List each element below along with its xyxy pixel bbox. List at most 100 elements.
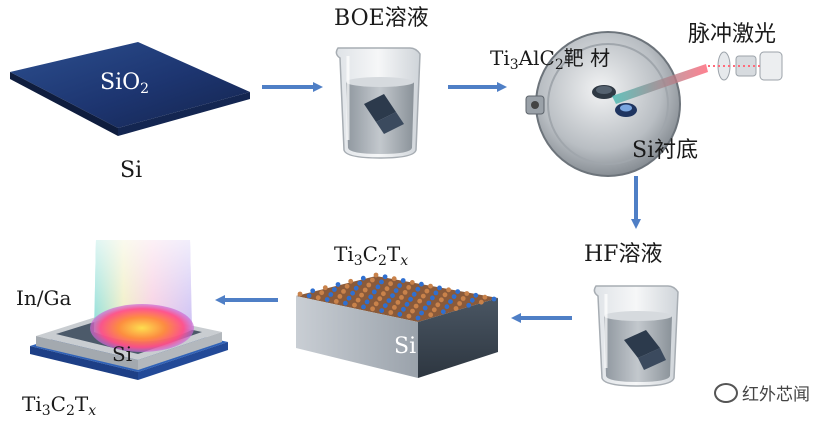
mxene-atom [410, 308, 415, 314]
mxene-atom [328, 292, 334, 297]
mxene-atom [382, 274, 388, 280]
mxene-atom [322, 285, 328, 291]
mxene-atom [415, 286, 421, 292]
mxene-atom [469, 297, 475, 303]
mxene-atom [344, 283, 350, 289]
mx-bottom-ti: Ti [22, 392, 42, 416]
mxene-atom [464, 291, 470, 296]
mxene-atom [435, 302, 441, 308]
mxene-si-block [296, 272, 498, 378]
light-beam [90, 240, 194, 352]
mxene-atom [399, 295, 404, 300]
mxene-atom [335, 282, 341, 287]
mxene-atom [297, 291, 303, 297]
target-alc: AlC [518, 46, 555, 70]
mxene-atom [359, 292, 364, 298]
mxene-atom [381, 291, 386, 297]
mxene-atom [371, 289, 377, 295]
target-label: Ti3AlC2靶 材 [490, 48, 610, 72]
mxene-atom [333, 299, 339, 304]
mxene-atom [343, 300, 348, 306]
hf-beaker [593, 285, 679, 387]
target-suffix: 靶 材 [563, 46, 611, 70]
mxene-atom [478, 299, 484, 305]
mx-bottom-t: T [74, 392, 89, 416]
substrate-holder [615, 103, 637, 117]
si-base-label: Si衬底 [632, 138, 699, 163]
laser-beam [612, 64, 708, 104]
mxene-atom [373, 301, 379, 307]
mx-top-sub-2: 2 [377, 253, 387, 269]
inga-label: In/Ga [16, 286, 72, 310]
si-device-label: Si [112, 342, 133, 366]
sio2-subscript: 2 [140, 81, 150, 97]
hf-label: HF溶液 [584, 242, 663, 267]
mxene-atom [373, 272, 379, 278]
mxene-atom [440, 309, 446, 315]
mxene-atom [397, 311, 403, 317]
mxene-atom [366, 282, 372, 288]
mxene-atom [406, 285, 412, 290]
mxene-atom [357, 280, 363, 286]
mxene-atom [315, 295, 321, 301]
mxene-atom [453, 306, 459, 311]
mxene-atom [433, 290, 439, 296]
mxene-atom [422, 305, 428, 311]
mxene-atom [455, 289, 461, 294]
mxene-atom [417, 298, 423, 304]
mxene-atom [368, 294, 374, 300]
mxene-atom [401, 306, 406, 312]
mxene-atom [426, 300, 432, 306]
mxene-atom [439, 297, 444, 303]
mxene-atom [442, 292, 448, 298]
mxene-atom [348, 278, 354, 284]
mx-top-ti: Ti [334, 242, 354, 266]
mxene-atom [430, 295, 435, 301]
mxene-atom [431, 307, 437, 313]
mxene-atom [353, 285, 359, 291]
mxene-atom [388, 281, 393, 287]
mxene-atom [402, 290, 408, 295]
mxene-atom [444, 304, 450, 310]
mxene-atom [377, 296, 383, 302]
mxene-atom [404, 301, 410, 307]
watermark: 红外芯闻 [714, 380, 810, 405]
mxene-atom [388, 310, 394, 315]
mxene-atom [382, 303, 388, 308]
mx-bottom-sub-3: 3 [41, 403, 51, 419]
mx-bottom-sub-2: 2 [65, 403, 75, 419]
mxene-top-label: Ti3C2Tx [334, 244, 408, 268]
mxene-atom [437, 285, 442, 291]
mxene-atom [337, 294, 343, 299]
si-block-label: Si [394, 334, 417, 359]
target-sub-3: 3 [509, 57, 519, 73]
mxene-atom [408, 296, 413, 302]
mxene-atom [428, 283, 433, 289]
mxene-atom-layer [297, 272, 497, 321]
mxene-atom [424, 288, 430, 294]
mxene-atom [341, 289, 346, 294]
mxene-atom [446, 287, 451, 293]
pld-chamber [525, 31, 708, 177]
mxene-atom [386, 298, 392, 303]
mxene-atom [390, 293, 395, 298]
mxene-atom [482, 294, 488, 300]
mxene-atom [411, 291, 417, 297]
mxene-atom [360, 275, 366, 281]
target-sub-2: 2 [554, 57, 564, 73]
mx-top-t: T [386, 242, 401, 266]
mx-bottom-c: C [50, 392, 66, 416]
mxene-atom [310, 288, 316, 294]
mxene-atom [428, 312, 434, 318]
mxene-atom [451, 294, 457, 299]
mxene-atom [457, 301, 462, 306]
mxene-atom [448, 299, 453, 304]
mxene-atom [332, 287, 337, 292]
mxene-atom [370, 306, 375, 312]
pulse-laser-label: 脉冲激光 [688, 22, 777, 47]
sio2-main: SiO [100, 70, 141, 95]
mx-top-c: C [362, 242, 378, 266]
watermark-text: 红外芯闻 [742, 385, 810, 405]
laser-source [708, 51, 783, 81]
